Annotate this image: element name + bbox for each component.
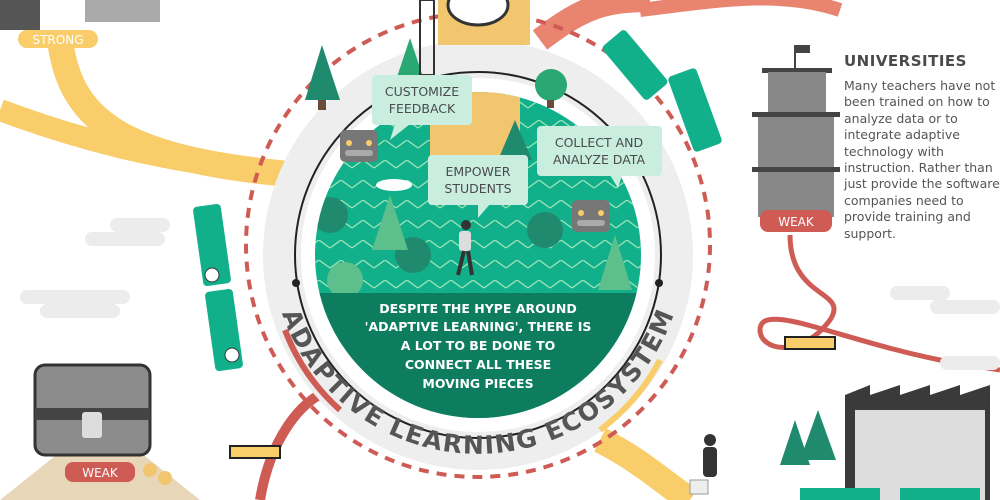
universities-title: UNIVERSITIES	[844, 52, 967, 70]
train-right	[602, 30, 722, 152]
student-figure	[456, 220, 474, 276]
universities-description: Many teachers have not been trained on h…	[844, 78, 1000, 241]
building-top-left: STRONG	[0, 0, 160, 48]
bubble-empower-students: EMPOWER STUDENTS	[428, 155, 528, 218]
train-left	[193, 203, 243, 372]
message-line: A LOT TO BE DONE TO	[401, 338, 555, 353]
bubble-line: COLLECT AND	[555, 135, 643, 150]
tower	[419, 0, 530, 76]
gray-ring	[263, 40, 693, 470]
factory	[780, 385, 990, 500]
robot-right	[572, 200, 610, 232]
walking-person	[689, 434, 717, 495]
clouds	[20, 218, 1000, 370]
bubble-collect-analyze: COLLECT AND ANALYZE DATA	[537, 126, 662, 188]
strength-tag-weak-treasure: WEAK	[82, 466, 119, 480]
bubble-line: STUDENTS	[444, 181, 511, 196]
message-line: MOVING PIECES	[422, 376, 533, 391]
barrier-bottom	[229, 445, 281, 459]
bubble-line: EMPOWER	[445, 164, 510, 179]
strength-tag-strong: STRONG	[32, 33, 83, 47]
dashed-outer-ring	[244, 11, 712, 479]
message-line: CONNECT ALL THESE	[405, 357, 551, 372]
center-message: DESPITE THE HYPE AROUND 'ADAPTIVE LEARNI…	[365, 301, 592, 391]
bubble-line: ANALYZE DATA	[553, 152, 645, 167]
university-building: WEAK	[752, 45, 840, 232]
treasure-chest: WEAK	[0, 363, 200, 500]
message-line: 'ADAPTIVE LEARNING', THERE IS	[365, 319, 592, 334]
robot-left	[340, 130, 412, 191]
barrier-right	[784, 336, 836, 350]
bubble-line: FEEDBACK	[389, 101, 456, 116]
bubble-line: CUSTOMIZE	[385, 84, 459, 99]
message-line: DESPITE THE HYPE AROUND	[379, 301, 577, 316]
strength-tag-weak: WEAK	[778, 215, 815, 229]
bubble-customize-feedback: CUSTOMIZE FEEDBACK	[372, 75, 472, 140]
